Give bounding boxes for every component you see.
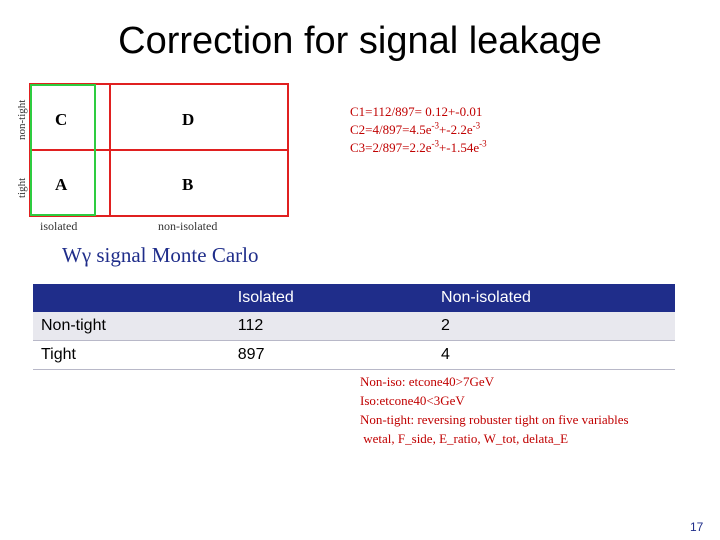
grid-isolated-column	[30, 84, 96, 216]
note-line: Non-iso: etcone40>7GeV	[360, 374, 495, 389]
cell-non-isolated: 4	[433, 340, 675, 370]
ratio-c3: C3=2/897=2.2e-3+-1.54e-3	[350, 139, 487, 157]
cell-a: A	[55, 175, 68, 194]
label-non-tight: non-tight	[16, 99, 28, 140]
ratio-c3-err: +-1.54e	[438, 140, 480, 155]
note-line: Non-tight: reversing robuster tight on f…	[360, 412, 629, 427]
header-isolated: Isolated	[229, 284, 434, 312]
cell-d: D	[182, 110, 195, 129]
label-non-isolated: non-isolated	[158, 219, 218, 233]
header-empty	[33, 284, 230, 312]
abcd-diagram: non-tight tight C D A B isolated non-iso…	[0, 80, 300, 245]
ratio-c2-exp: -3	[431, 120, 439, 131]
signal-mc-table: Isolated Non-isolated Non-tight 112 2 Ti…	[33, 284, 675, 370]
cell-non-isolated: 2	[433, 312, 675, 341]
selection-notes: Non-iso: etcone40>7GeV Iso:etcone40<3GeV…	[360, 372, 629, 448]
ratio-c3-err-exp: -3	[479, 138, 487, 149]
label-tight: tight	[16, 177, 28, 198]
cell-isolated: 112	[229, 312, 434, 341]
cell-b: B	[182, 175, 194, 194]
row-label: Tight	[33, 340, 230, 370]
cell-isolated: 897	[229, 340, 434, 370]
table-row: Tight 897 4	[33, 340, 675, 370]
abcd-grid	[29, 83, 289, 217]
leakage-ratios: C1=112/897= 0.12+-0.01 C2=4/897=4.5e-3+-…	[350, 103, 487, 157]
ratio-c3-base: C3=2/897=2.2e	[350, 140, 432, 155]
ratio-c3-exp: -3	[431, 138, 439, 149]
label-isolated: isolated	[40, 219, 78, 233]
ratio-c1: C1=112/897= 0.12+-0.01	[350, 104, 483, 119]
slide-title: Correction for signal leakage	[118, 20, 602, 62]
mc-subtitle: Wγ signal Monte Carlo	[62, 243, 259, 267]
page-number: 17	[690, 520, 704, 534]
note-line: Iso:etcone40<3GeV	[360, 393, 465, 408]
ratio-c2-base: C2=4/897=4.5e	[350, 122, 432, 137]
table-row: Non-tight 112 2	[33, 312, 675, 341]
table-header-row: Isolated Non-isolated	[33, 284, 675, 312]
note-line: wetal, F_side, E_ratio, W_tot, delata_E	[360, 431, 569, 446]
ratio-c2: C2=4/897=4.5e-3+-2.2e-3	[350, 121, 487, 139]
cell-c: C	[55, 110, 68, 129]
row-label: Non-tight	[33, 312, 230, 341]
header-non-isolated: Non-isolated	[433, 284, 675, 312]
ratio-c2-err: +-2.2e	[438, 122, 473, 137]
ratio-c2-err-exp: -3	[472, 120, 481, 131]
